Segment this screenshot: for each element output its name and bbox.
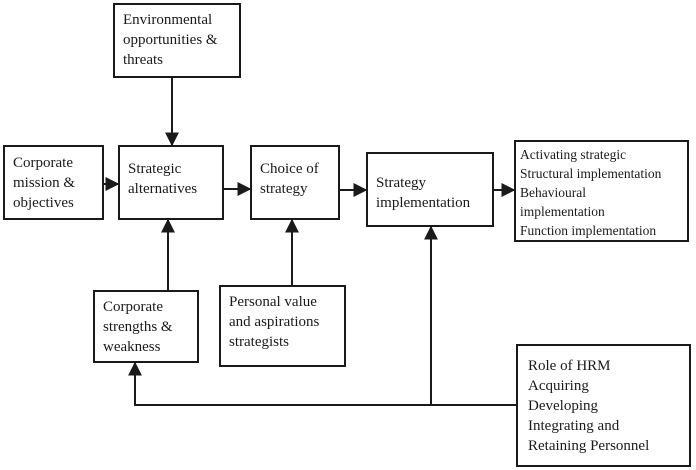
box-line: Choice of (260, 161, 319, 177)
box-line: implementation (520, 204, 605, 219)
box-line: strengths & (103, 319, 173, 335)
box-line: Developing (528, 398, 598, 414)
box-line: mission & (13, 175, 76, 191)
box-line: Corporate (13, 155, 73, 171)
box-line: weakness (103, 339, 161, 355)
role-of-hrm-box: Role of HRM Acquiring Developing Integra… (516, 344, 691, 467)
personal-value-box: Personal value and aspirations strategis… (219, 285, 346, 367)
box-line: opportunities & (123, 32, 218, 48)
implementation-types-box: Activating strategic Structural implemen… (514, 140, 689, 242)
corporate-strengths-box: Corporate strengths & weakness (93, 290, 199, 363)
box-line: Environmental (123, 12, 213, 28)
strategy-implementation-box: Strategy implementation (366, 152, 494, 227)
box-line: Strategy (376, 175, 426, 191)
box-line: Retaining Personnel (528, 438, 650, 454)
box-line: Strategic (128, 161, 182, 177)
box-line: Structural implementation (520, 166, 662, 181)
box-line: Function implementation (520, 223, 657, 238)
arrow-hrm-to-strengths (128, 361, 516, 406)
box-line: threats (123, 52, 163, 68)
strategic-alternatives-box: Strategic alternatives (118, 145, 224, 220)
box-line: objectives (13, 195, 74, 211)
box-line: Personal value (229, 294, 317, 310)
environmental-opportunities-box: Environmental opportunities & threats (113, 3, 241, 78)
box-line: and aspirations (229, 314, 320, 330)
box-line: Acquiring (528, 378, 589, 394)
box-line: Activating strategic (520, 147, 627, 162)
choice-of-strategy-box: Choice of strategy (250, 145, 340, 220)
box-line: implementation (376, 195, 471, 211)
box-line: Role of HRM (528, 358, 611, 374)
corporate-mission-box: Corporate mission & objectives (3, 145, 104, 220)
box-line: alternatives (128, 181, 198, 197)
box-line: Integrating and (528, 418, 620, 434)
box-line: strategy (260, 181, 308, 197)
box-line: Behavioural (520, 185, 586, 200)
box-line: strategists (229, 334, 289, 350)
box-line: Corporate (103, 299, 163, 315)
